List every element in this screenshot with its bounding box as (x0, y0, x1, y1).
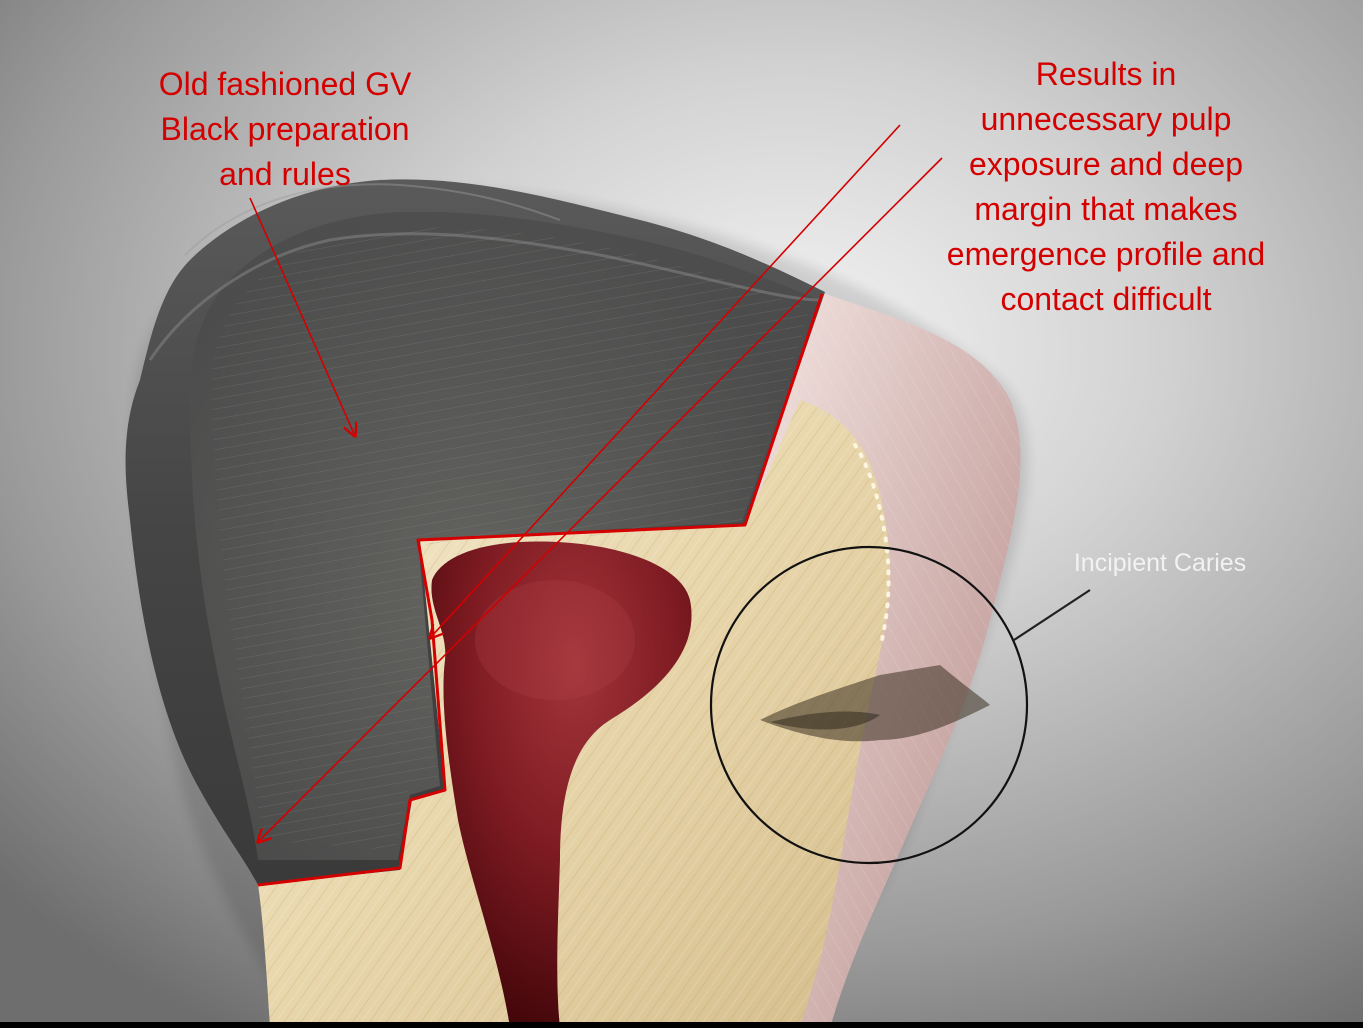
results-line: margin that makes (900, 187, 1312, 232)
results-line: contact difficult (900, 277, 1312, 322)
incipient-caries-label: Incipient Caries (1040, 546, 1280, 580)
gv-black-line: Black preparation (100, 107, 470, 152)
bottom-border (0, 1022, 1363, 1028)
results-line: unnecessary pulp (900, 97, 1312, 142)
gv-black-annotation: Old fashioned GV Black preparation and r… (100, 62, 470, 197)
results-annotation: Results in unnecessary pulp exposure and… (900, 52, 1312, 322)
gv-black-line: and rules (100, 152, 470, 197)
results-line: Results in (900, 52, 1312, 97)
gv-black-line: Old fashioned GV (100, 62, 470, 107)
results-line: emergence profile and (900, 232, 1312, 277)
results-line: exposure and deep (900, 142, 1312, 187)
